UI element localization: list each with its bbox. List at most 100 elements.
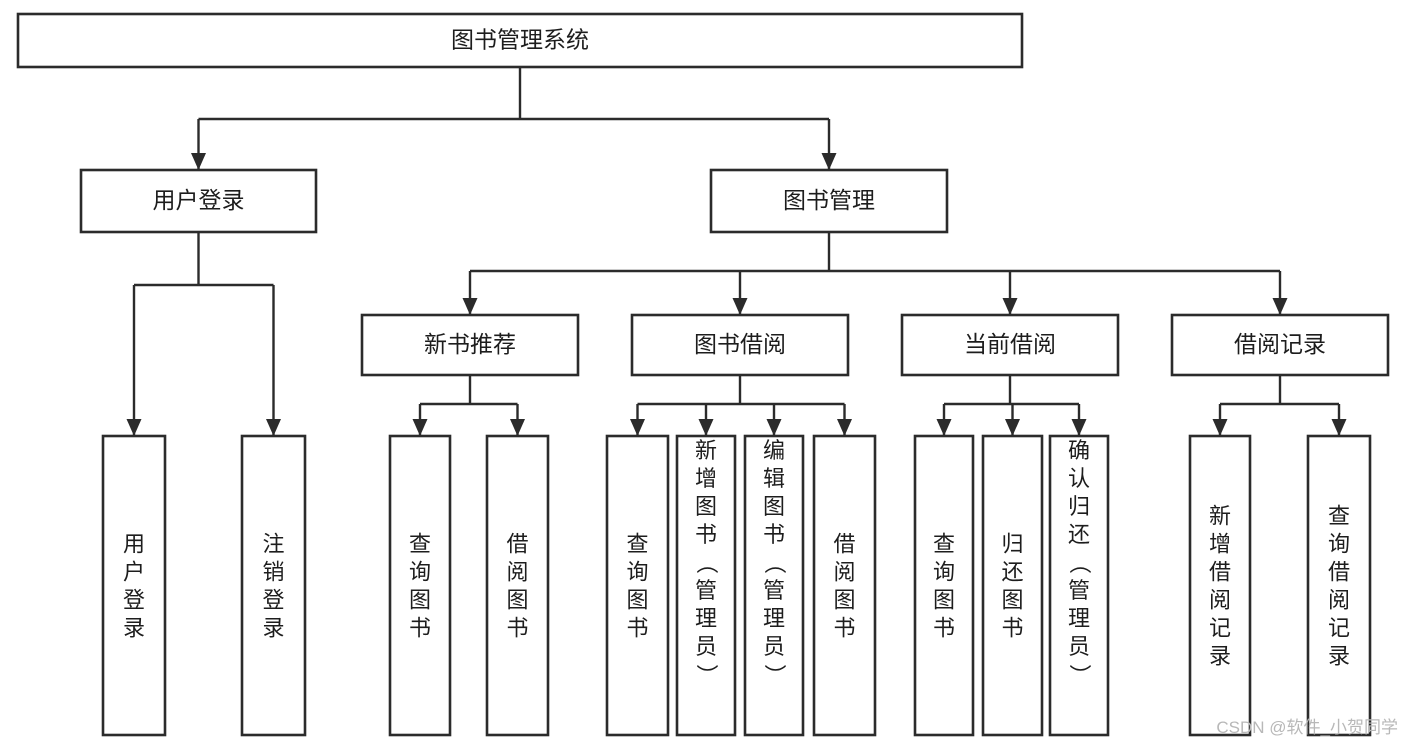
node-label-records-add-char-5: 录 [1209, 643, 1231, 668]
node-label-recommend-borrow-book-char-1: 阅 [506, 559, 528, 584]
node-label-borrow-borrow-book-char-2: 图 [833, 587, 855, 612]
node-label-current-borrow: 当前借阅 [964, 331, 1056, 357]
node-label-root: 图书管理系统 [451, 27, 589, 53]
node-label-borrow-query-book-char-3: 书 [626, 615, 648, 640]
arrowhead-book-management-0 [462, 298, 478, 315]
node-user-login[interactable]: 用户登录 [79, 168, 318, 234]
node-label-current-return-book-char-0: 归 [1001, 531, 1023, 556]
arrowhead-book-borrow-0 [630, 419, 645, 436]
node-user-login-do[interactable]: 用户登录 [101, 434, 167, 737]
node-book-borrow[interactable]: 图书借阅 [630, 313, 850, 377]
node-box-root [16, 12, 1024, 69]
node-label-user-login-do-char-2: 登 [123, 587, 145, 612]
node-label-current-query-book-char-3: 书 [933, 615, 955, 640]
node-label-recommend-borrow-book-char-2: 图 [506, 587, 528, 612]
node-label-borrow-add-book-char-8: ） [694, 664, 719, 686]
node-label-current-confirm-return-char-1: 认 [1068, 466, 1090, 491]
node-label-borrow-edit-book-char-3: 书 [763, 522, 785, 547]
node-label-book-borrow: 图书借阅 [694, 331, 786, 357]
node-label-borrow-query-book-char-0: 查 [626, 531, 648, 556]
node-label-records-query-char-3: 阅 [1328, 587, 1350, 612]
node-label-borrow-add-book-char-2: 图 [695, 494, 717, 519]
node-label-current-query-book-char-0: 查 [933, 531, 955, 556]
node-box-borrow-query-book [605, 434, 670, 737]
node-label-user-logout-char-0: 注 [262, 531, 284, 556]
node-label-current-query-book-char-2: 图 [933, 587, 955, 612]
node-box-new-book-recommend [360, 313, 580, 377]
node-label-borrow-records: 借阅记录 [1234, 331, 1326, 357]
node-label-current-confirm-return-char-7: 员 [1068, 634, 1090, 659]
node-label-borrow-add-book-char-0: 新 [695, 438, 717, 463]
arrowhead-book-borrow-1 [698, 419, 714, 436]
arrowhead-book-borrow-2 [766, 419, 782, 436]
node-label-new-book-recommend: 新书推荐 [424, 331, 516, 357]
node-label-recommend-borrow-book-char-3: 书 [506, 615, 528, 640]
node-current-borrow[interactable]: 当前借阅 [900, 313, 1120, 377]
node-label-borrow-query-book-char-2: 图 [626, 587, 648, 612]
node-label-user-login-do-char-0: 用 [123, 531, 145, 556]
node-box-borrow-add-book [675, 434, 737, 737]
node-box-user-login-do [101, 434, 167, 737]
node-label-records-query-char-4: 记 [1328, 615, 1350, 640]
node-borrow-records[interactable]: 借阅记录 [1170, 313, 1390, 377]
node-label-current-confirm-return-char-3: 还 [1068, 522, 1090, 547]
node-label-current-confirm-return-char-4: （ [1067, 552, 1092, 574]
arrowhead-root-1 [821, 153, 837, 170]
arrowhead-book-management-3 [1272, 298, 1288, 315]
node-box-borrow-records [1170, 313, 1390, 377]
node-layer: 图书管理系统用户登录图书管理用户登录注销登录新书推荐图书借阅当前借阅借阅记录查询… [16, 12, 1390, 737]
node-label-current-confirm-return-char-5: 管 [1068, 578, 1090, 603]
arrowhead-current-borrow-0 [936, 419, 952, 436]
node-label-borrow-add-book-char-6: 理 [695, 606, 717, 631]
node-box-recommend-borrow-book [485, 434, 550, 737]
node-box-current-borrow [900, 313, 1120, 377]
node-box-current-return-book [981, 434, 1044, 737]
arrowhead-new-book-recommend-0 [412, 419, 428, 436]
node-label-user-login: 用户登录 [153, 187, 245, 213]
node-label-current-confirm-return-char-6: 理 [1068, 606, 1090, 631]
node-label-borrow-add-book-char-3: 书 [695, 522, 717, 547]
node-box-book-borrow [630, 313, 850, 377]
node-box-records-query [1306, 434, 1372, 737]
node-book-management[interactable]: 图书管理 [709, 168, 949, 234]
csdn-watermark: CSDN @软件_小贺同学 [1216, 718, 1398, 737]
node-label-book-management: 图书管理 [783, 187, 875, 213]
node-label-records-query-char-1: 询 [1328, 531, 1350, 556]
node-box-borrow-borrow-book [812, 434, 877, 737]
node-label-borrow-edit-book-char-4: （ [762, 552, 787, 574]
node-root[interactable]: 图书管理系统 [16, 12, 1024, 69]
node-label-current-return-book-char-2: 图 [1001, 587, 1023, 612]
node-label-borrow-add-book-char-4: （ [694, 552, 719, 574]
arrowhead-borrow-records-0 [1212, 419, 1228, 436]
node-label-current-confirm-return-char-0: 确 [1068, 438, 1090, 463]
node-label-current-confirm-return-char-8: ） [1067, 664, 1092, 686]
node-label-records-add-char-4: 记 [1209, 615, 1231, 640]
node-label-borrow-edit-book-char-8: ） [762, 664, 787, 686]
node-box-book-management [709, 168, 949, 234]
node-label-current-return-book-char-1: 还 [1001, 559, 1023, 584]
node-label-borrow-borrow-book-char-3: 书 [833, 615, 855, 640]
arrowhead-root-0 [191, 153, 206, 170]
arrowhead-current-borrow-1 [1005, 419, 1020, 436]
node-label-records-add-char-0: 新 [1209, 503, 1231, 528]
node-label-user-login-do-char-1: 户 [123, 559, 145, 584]
node-box-user-logout [240, 434, 307, 737]
node-box-records-add [1188, 434, 1252, 737]
node-label-borrow-edit-book-char-5: 管 [763, 578, 785, 603]
node-label-recommend-borrow-book-char-0: 借 [506, 531, 528, 556]
node-new-book-recommend[interactable]: 新书推荐 [360, 313, 580, 377]
node-box-recommend-query-book [388, 434, 452, 737]
